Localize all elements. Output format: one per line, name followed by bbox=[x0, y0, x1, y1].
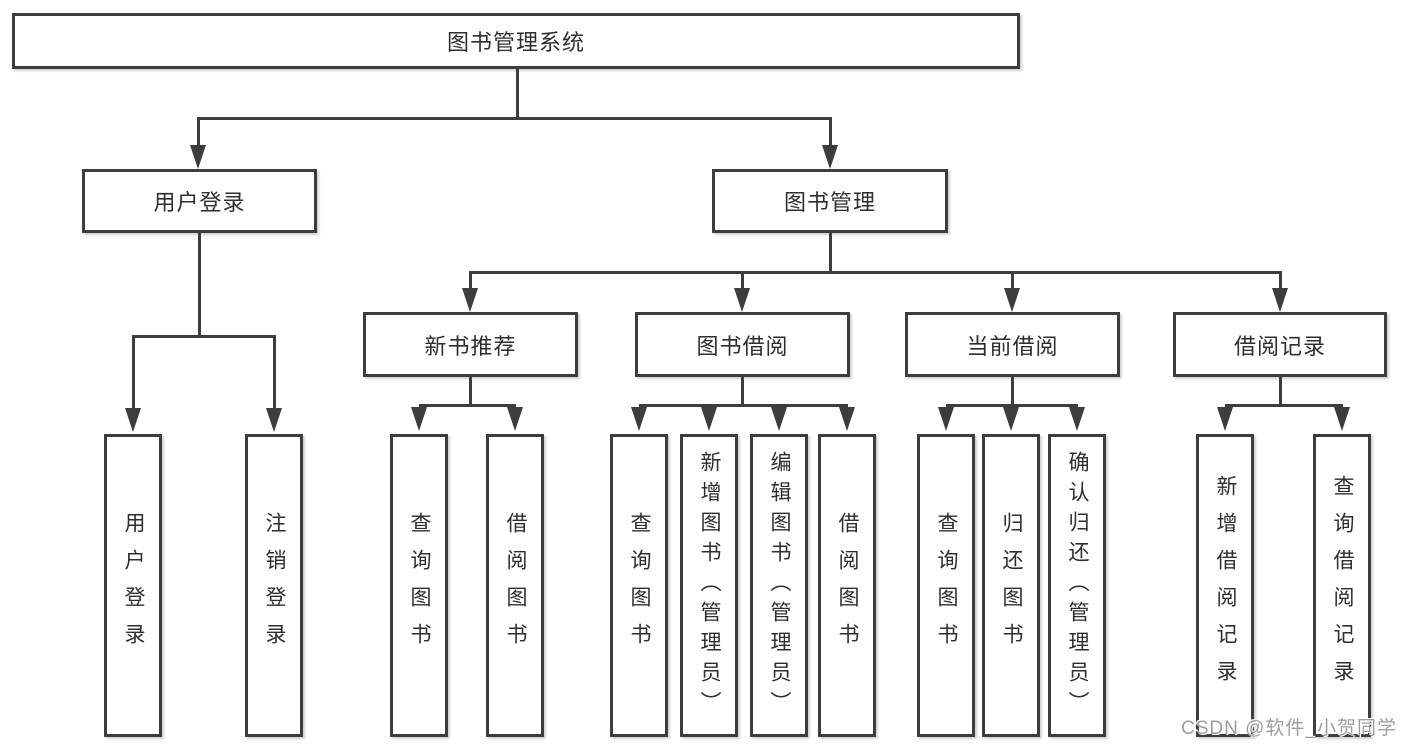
connector-line bbox=[741, 271, 744, 289]
node-label: 图书借阅 bbox=[696, 333, 789, 359]
connector-line bbox=[419, 404, 516, 407]
connector-line bbox=[470, 271, 1281, 274]
connector-line bbox=[132, 335, 135, 409]
connector-line bbox=[829, 117, 832, 147]
node-label: 新书推荐 bbox=[424, 333, 517, 359]
leaf-query-books: 查询图书 bbox=[610, 434, 668, 737]
node-book-management: 图书管理 bbox=[712, 169, 948, 233]
arrowhead-icon bbox=[1004, 288, 1020, 312]
arrowhead-icon bbox=[1217, 407, 1233, 431]
arrowhead-icon bbox=[1272, 288, 1288, 312]
leaf-user-login: 用户登录 bbox=[104, 434, 162, 737]
leaf-label: 查询借阅记录 bbox=[1331, 474, 1354, 697]
leaf-add-borrow-record: 新增借阅记录 bbox=[1196, 434, 1254, 737]
leaf-label: 注销登录 bbox=[263, 511, 286, 660]
node-root-label: 图书管理系统 bbox=[446, 30, 585, 55]
leaf-return-books: 归还图书 bbox=[982, 434, 1040, 737]
leaf-label: 新增图书（管理员） bbox=[698, 450, 721, 721]
connector-line bbox=[1225, 404, 1343, 407]
connector-line bbox=[133, 335, 274, 338]
leaf-add-books-admin: 新增图书（管理员） bbox=[680, 434, 738, 737]
arrowhead-icon bbox=[125, 408, 141, 432]
leaf-borrow-books: 借阅图书 bbox=[818, 434, 876, 737]
arrowhead-icon bbox=[631, 407, 647, 431]
node-borrow-records: 借阅记录 bbox=[1173, 312, 1387, 377]
arrowhead-icon bbox=[190, 145, 206, 169]
node-new-book-recommend: 新书推荐 bbox=[363, 312, 578, 377]
arrowhead-icon bbox=[411, 407, 427, 431]
leaf-label: 归还图书 bbox=[1000, 511, 1023, 660]
connector-line bbox=[829, 233, 832, 273]
node-root: 图书管理系统 bbox=[12, 13, 1020, 69]
arrowhead-icon bbox=[771, 407, 787, 431]
node-user-login: 用户登录 bbox=[82, 169, 317, 233]
leaf-label: 查询图书 bbox=[935, 511, 958, 660]
leaf-borrow-books: 借阅图书 bbox=[486, 434, 544, 737]
connector-line bbox=[1279, 271, 1282, 289]
arrowhead-icon bbox=[839, 407, 855, 431]
leaf-label: 编辑图书（管理员） bbox=[768, 450, 791, 721]
connector-line bbox=[469, 377, 472, 405]
leaf-label: 新增借阅记录 bbox=[1214, 474, 1237, 697]
node-label: 借阅记录 bbox=[1233, 333, 1326, 359]
connector-line bbox=[197, 117, 200, 147]
leaf-label: 借阅图书 bbox=[504, 511, 527, 660]
node-label: 用户登录 bbox=[153, 190, 246, 215]
leaf-query-books: 查询图书 bbox=[917, 434, 975, 737]
connector-line bbox=[1279, 377, 1282, 405]
arrowhead-icon bbox=[938, 407, 954, 431]
csdn-watermark: CSDN @软件_小贺同学 bbox=[1181, 718, 1397, 739]
arrowhead-icon bbox=[266, 408, 282, 432]
arrowhead-icon bbox=[507, 407, 523, 431]
arrowhead-icon bbox=[734, 288, 750, 312]
connector-line bbox=[198, 233, 201, 336]
leaf-logout: 注销登录 bbox=[245, 434, 303, 737]
leaf-query-borrow-record: 查询借阅记录 bbox=[1313, 434, 1371, 737]
node-book-borrow: 图书借阅 bbox=[635, 312, 850, 377]
leaf-query-books: 查询图书 bbox=[390, 434, 448, 737]
node-current-borrow: 当前借阅 bbox=[905, 312, 1120, 377]
connector-line bbox=[1011, 377, 1014, 405]
connector-line bbox=[639, 404, 848, 407]
leaf-edit-books-admin: 编辑图书（管理员） bbox=[750, 434, 808, 737]
leaf-confirm-return-admin: 确认归还（管理员） bbox=[1048, 434, 1106, 737]
node-label: 当前借阅 bbox=[966, 333, 1059, 359]
arrowhead-icon bbox=[1334, 407, 1350, 431]
leaf-label: 查询图书 bbox=[628, 511, 651, 660]
connector-line bbox=[469, 271, 472, 289]
leaf-label: 借阅图书 bbox=[836, 511, 859, 660]
leaf-label: 确认归还（管理员） bbox=[1066, 450, 1089, 721]
arrowhead-icon bbox=[1003, 407, 1019, 431]
node-label: 图书管理 bbox=[783, 190, 876, 215]
connector-line bbox=[741, 377, 744, 405]
connector-line bbox=[198, 117, 832, 120]
connector-line bbox=[1011, 271, 1014, 289]
connector-line bbox=[946, 404, 1078, 407]
arrowhead-icon bbox=[1069, 407, 1085, 431]
arrowhead-icon bbox=[701, 407, 717, 431]
arrowhead-icon bbox=[462, 288, 478, 312]
leaf-label: 查询图书 bbox=[408, 511, 431, 660]
connector-line bbox=[516, 69, 519, 118]
connector-line bbox=[273, 335, 276, 409]
arrowhead-icon bbox=[822, 145, 838, 169]
leaf-label: 用户登录 bbox=[122, 511, 145, 660]
